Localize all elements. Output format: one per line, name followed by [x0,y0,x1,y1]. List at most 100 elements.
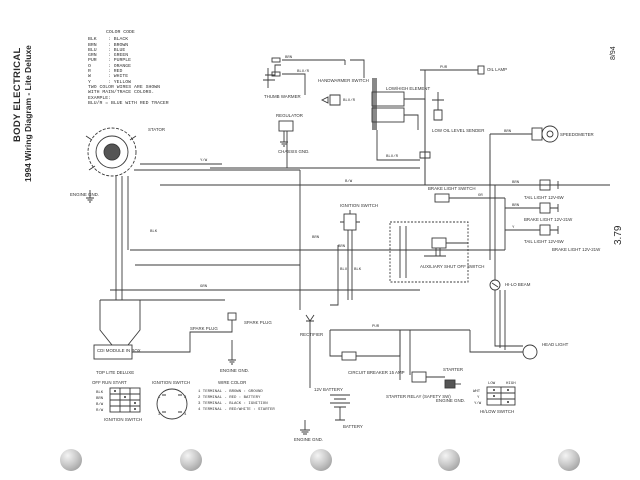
ignition-switch: IGNITION SWITCH BLU BLK BRN [312,203,378,306]
svg-text:CHASSIS GND.: CHASSIS GND. [278,149,309,154]
svg-text:Y: Y [477,396,480,400]
color-code-legend: COLOR CODE BLK: BLACK BRN: BROWN BLU: BL… [88,30,169,106]
svg-text:TOP LITE DELUXE: TOP LITE DELUXE [96,370,134,375]
legend-row: PUR: PURPLE [88,58,132,64]
stator-label: STATOR [148,127,165,132]
decorative-ball [438,449,460,471]
svg-text:BRAKE LIGHT 12V-21W: BRAKE LIGHT 12V-21W [524,217,573,222]
legend-row: R: RED [88,69,123,75]
svg-text:BRAKE LIGHT SWITCH: BRAKE LIGHT SWITCH [428,186,476,191]
svg-text:SPEEDOMETER: SPEEDOMETER [560,132,594,137]
svg-text:3 TERMINAL - BLACK : IGNITION: 3 TERMINAL - BLACK : IGNITION [198,402,268,406]
legend-note: EXAMPLE: [88,95,112,101]
rectifier: RECTIFIER [299,170,323,388]
svg-text:THUMB WARMER: THUMB WARMER [264,94,301,99]
svg-text:Y: Y [512,226,515,230]
svg-text:LOW/HIGH ELEMENT: LOW/HIGH ELEMENT [386,86,430,91]
svg-text:R/W: R/W [96,408,104,413]
cdi-module: CDI MODULE IN BOX TOP LITE DELUXE [93,300,141,375]
legend-note: WITH MAIN/TRACE COLORS. [88,90,155,96]
svg-text:SPARK PLUG: SPARK PLUG [190,326,218,331]
legend-row: BRN: BROWN [88,42,129,48]
svg-text:AUXILIARY SHUT OFF SWITCH: AUXILIARY SHUT OFF SWITCH [420,264,484,269]
svg-text:B/W: B/W [96,402,104,407]
wire-label: BRN [338,245,346,249]
svg-text:4 TERMINAL - RED/WHITE : START: 4 TERMINAL - RED/WHITE : STARTER [198,407,275,412]
svg-text:ENGINE GND.: ENGINE GND. [294,437,323,442]
svg-text:BRN: BRN [504,130,512,134]
brake-light-switch: OR BRAKE LIGHT SWITCH [428,186,506,250]
decorative-ball [60,449,82,471]
circuit-breaker: CIRCUIT BREAKER 15 AMP [329,330,405,375]
svg-text:BRN: BRN [285,56,293,60]
legend-row: Y: YELLOW [88,79,132,85]
svg-text:TAIL LIGHT 12V-6W: TAIL LIGHT 12V-6W [524,195,565,200]
svg-text:OFF RUN START: OFF RUN START [92,380,127,385]
hi-lo-beam: HI-LO BEAM [489,250,531,330]
svg-text:BLK: BLK [354,268,362,272]
svg-text:IGNITION SWITCH: IGNITION SWITCH [104,417,142,422]
decorative-ball [310,449,332,471]
battery: 12V BATTERY BATTERY ENGINE GND. [294,387,363,442]
legend-row: BLK: BLACK [88,37,129,43]
ign-switch-terminals: IGNITION SWITCH 1 2 3 4 [152,380,190,420]
svg-text:STARTER RELAY (SAFETY SW): STARTER RELAY (SAFETY SW) [386,394,451,399]
svg-text:2 TERMINAL - RED : BATTERY: 2 TERMINAL - RED : BATTERY [198,396,261,400]
svg-text:HANDWARMER SWITCH: HANDWARMER SWITCH [318,78,369,83]
legend-row: W: WHITE [88,74,129,80]
auxiliary-shutoff: AUXILIARY SHUT OFF SWITCH [389,221,484,283]
wire-label: BLK [150,230,158,234]
kill-switch-table: OFF RUN START BLK BRN B/W R/W IGNITION S… [92,380,142,422]
svg-text:SPARK PLUG: SPARK PLUG [244,320,272,325]
legend-row: BLU: BLUE [88,47,126,53]
legend-note: BLU/R = BLUE WITH RED TRACER [88,100,169,106]
svg-text:WIRE COLOR: WIRE COLOR [218,380,246,385]
svg-text:HI/LOW SWITCH: HI/LOW SWITCH [480,409,514,414]
spark-plug: SPARK PLUG SPARK PLUG ENGINE GND. [132,312,272,373]
svg-text:BRN: BRN [512,204,520,208]
svg-text:12V BATTERY: 12V BATTERY [314,387,343,392]
svg-text:BLU/R: BLU/R [386,154,399,159]
legend-header: COLOR CODE [106,30,135,35]
svg-text:BRN: BRN [512,181,520,185]
svg-text:RECTIFIER: RECTIFIER [300,332,323,337]
low-oil-sender: PUR OIL LAMP LOW OIL LEVEL SENDER [420,65,507,185]
svg-text:PUR: PUR [440,66,448,70]
legend-row: O: ORANGE [88,63,132,69]
decorative-ball [180,449,202,471]
engine-gnd-label: ENGINE GND. [70,192,99,197]
svg-text:BRAKE LIGHT 12V-21W: BRAKE LIGHT 12V-21W [552,247,601,252]
legend-row: GRN: GREEN [88,53,129,59]
hi-low-switch-table: LOW HIGH WHT Y Y/W HI/LOW SWITCH [473,382,516,414]
svg-text:CDI MODULE IN BOX: CDI MODULE IN BOX [97,348,141,353]
svg-text:LOW: LOW [488,382,496,386]
svg-text:BLK: BLK [96,391,104,395]
starter-relay: STARTER RELAY (SAFETY SW) STARTER ENGINE… [386,330,465,403]
svg-text:ENGINE GND.: ENGINE GND. [220,368,249,373]
svg-text:BRN: BRN [312,236,320,240]
svg-text:4: 4 [184,413,187,417]
svg-text:Y/W: Y/W [474,401,482,406]
svg-text:BLU: BLU [340,268,348,272]
svg-text:CIRCUIT BREAKER 15 AMP: CIRCUIT BREAKER 15 AMP [348,370,405,375]
wire-label: Y/W [200,158,208,163]
svg-text:STARTER: STARTER [443,367,463,372]
wire-label: PUR [372,325,380,329]
wire-color-table: WIRE COLOR 1 TERMINAL - BROWN : GROUND 2… [198,380,275,412]
legend-note: TWO COLOR WIRES ARE SHOWN [88,84,160,90]
svg-text:WHT: WHT [473,390,481,394]
wire-label: GRN [200,285,208,289]
speedometer: SPEEDOMETER BRN [489,125,594,185]
svg-text:LOW OIL LEVEL SENDER: LOW OIL LEVEL SENDER [432,128,484,133]
tail-lights: TAIL LIGHT 12V-6W BRAKE LIGHT 12V-21W TA… [505,179,601,252]
svg-text:BLU/R: BLU/R [297,69,310,74]
stator: STATOR [85,127,165,177]
svg-text:IGNITION SWITCH: IGNITION SWITCH [340,203,378,208]
svg-text:HIGH: HIGH [506,382,516,386]
svg-text:BLU/R: BLU/R [343,98,356,103]
svg-text:BRN: BRN [96,397,104,401]
wire-label: B/W [345,179,353,184]
svg-text:BATTERY: BATTERY [343,424,363,429]
decorative-ball [558,449,580,471]
